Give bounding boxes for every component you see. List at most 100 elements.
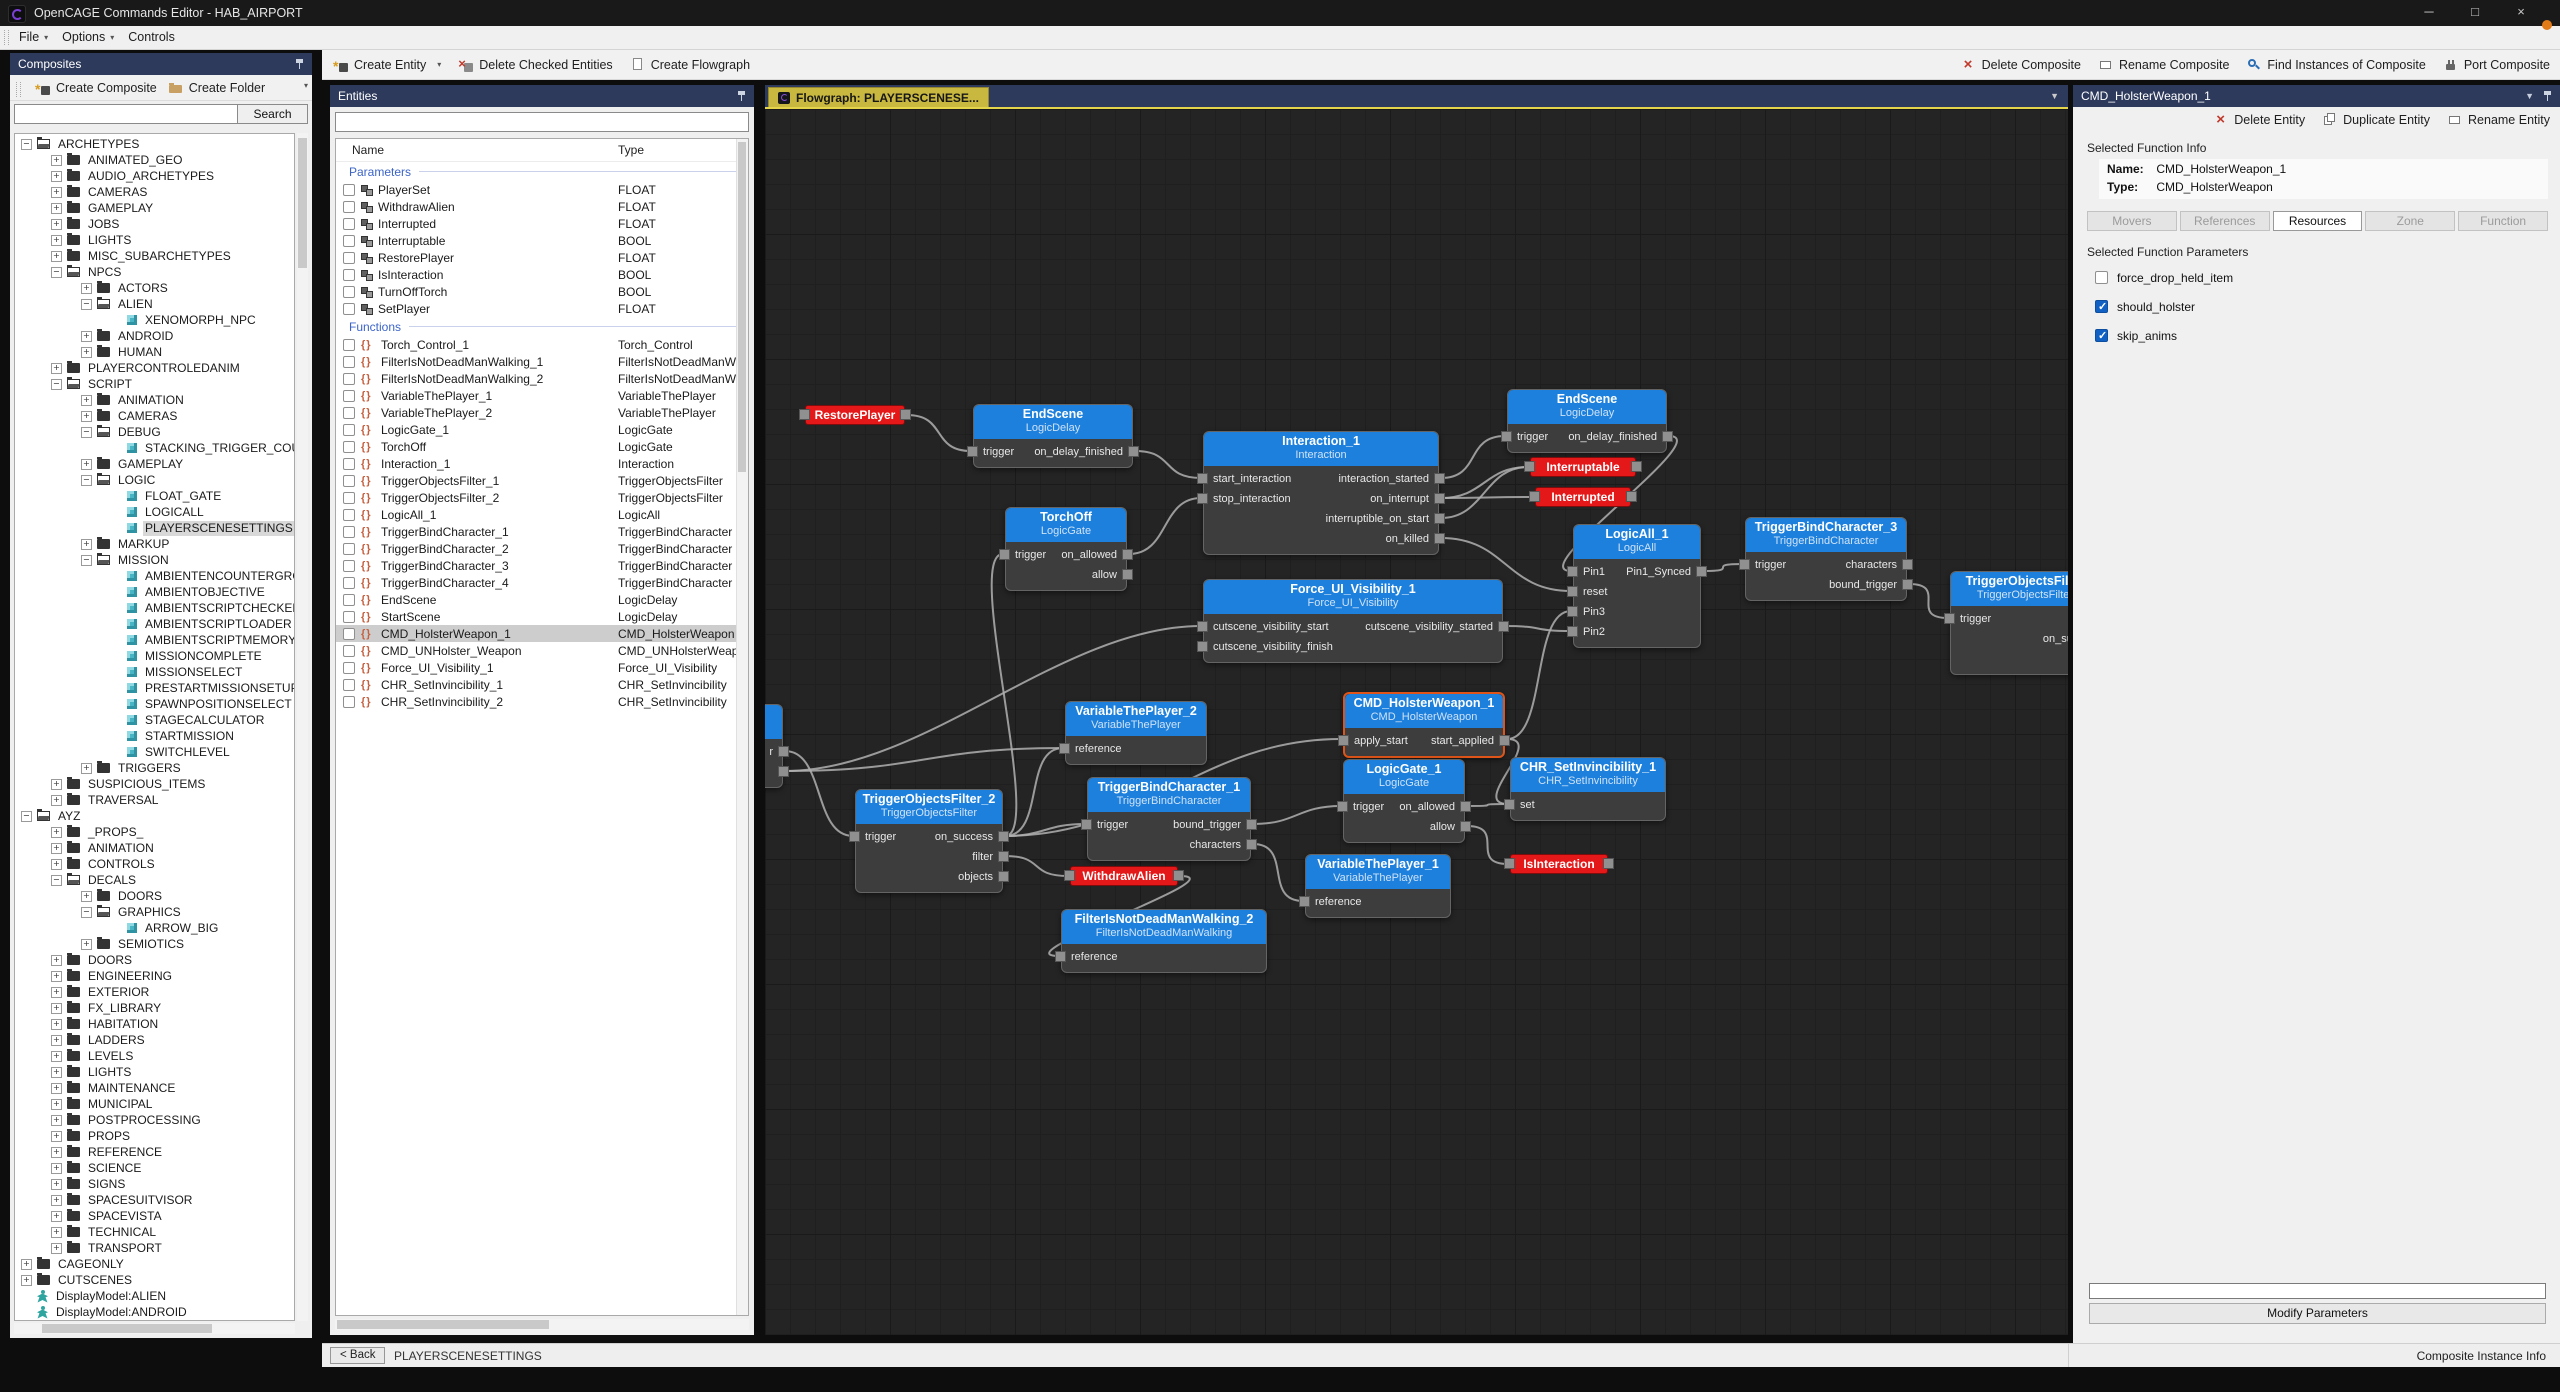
tree-item[interactable]: +FX_LIBRARY [15, 1000, 294, 1016]
node-port[interactable] [1197, 621, 1208, 632]
node-port[interactable] [1460, 801, 1471, 812]
node-port[interactable] [1696, 566, 1707, 577]
tree-expander-icon[interactable]: + [51, 202, 62, 214]
menu-controls[interactable]: Controls [128, 30, 175, 44]
tree-item[interactable]: +ACTORS [15, 280, 294, 296]
tree-item[interactable]: −SCRIPT [15, 376, 294, 392]
tree-item[interactable]: +CAGEONLY [15, 1256, 294, 1272]
tree-expander-icon[interactable]: + [51, 1130, 62, 1142]
tab-resources[interactable]: Resources [2272, 211, 2363, 231]
tree-item[interactable]: −ARCHETYPES [15, 136, 294, 152]
tree-expander-icon[interactable]: + [51, 1082, 62, 1094]
tree-expander-icon[interactable]: + [51, 794, 62, 806]
scrollbar-thumb[interactable] [298, 138, 307, 268]
tree-expander-icon[interactable]: + [51, 1162, 62, 1174]
tree-expander-icon[interactable]: + [81, 538, 92, 550]
tree-expander-icon[interactable]: − [51, 266, 62, 278]
tree-item[interactable]: +MISC_SUBARCHETYPES [15, 248, 294, 264]
tree-expander-icon[interactable]: + [51, 1146, 62, 1158]
tree-expander-icon[interactable]: + [51, 826, 62, 838]
pin-icon[interactable] [737, 91, 746, 102]
tree-item[interactable]: +POSTPROCESSING [15, 1112, 294, 1128]
node-port[interactable] [1739, 559, 1750, 570]
entity-checkbox[interactable] [343, 610, 355, 623]
tree-item[interactable]: STARTMISSION [15, 728, 294, 744]
flow-node-tofR[interactable]: TriggerObjectsFilterTriggerObjectsFilter… [1944, 571, 2068, 675]
tree-item[interactable]: +SPACEVISTA [15, 1208, 294, 1224]
tab-references[interactable]: References [2179, 211, 2270, 231]
param-checkbox[interactable] [2095, 300, 2108, 313]
node-port[interactable] [1337, 801, 1348, 812]
tree-expander-icon[interactable]: + [51, 1242, 62, 1254]
delete-entity-button[interactable]: Delete Entity [2214, 113, 2305, 127]
tree-item[interactable]: +PROPS [15, 1128, 294, 1144]
node-port[interactable] [778, 766, 789, 777]
flow-node-interrupted[interactable]: Interrupted [1529, 487, 1637, 507]
node-port[interactable] [1059, 743, 1070, 754]
tree-expander-icon[interactable]: + [51, 1018, 62, 1030]
chevron-down-icon[interactable]: ▼ [2525, 91, 2534, 101]
entity-checkbox[interactable] [343, 338, 355, 351]
scrollbar-thumb[interactable] [738, 142, 746, 472]
tree-expander-icon[interactable]: + [51, 1066, 62, 1078]
tree-expander-icon[interactable]: + [51, 1178, 62, 1190]
chevron-down-icon[interactable]: ▼ [2050, 91, 2059, 101]
tree-item[interactable]: −DEBUG [15, 424, 294, 440]
tree-expander-icon[interactable]: + [51, 778, 62, 790]
tree-item[interactable]: LOGICALL [15, 504, 294, 520]
tree-item[interactable]: +MARKUP [15, 536, 294, 552]
entity-checkbox[interactable] [343, 525, 355, 538]
tree-expander-icon[interactable]: + [81, 938, 92, 950]
tree-expander-icon[interactable]: − [81, 426, 92, 438]
tree-item[interactable]: AMBIENTOBJECTIVE [15, 584, 294, 600]
tree-item[interactable]: +ANDROID [15, 328, 294, 344]
tree-expander-icon[interactable]: + [51, 1114, 62, 1126]
tree-item[interactable]: +LIGHTS [15, 1064, 294, 1080]
tree-item[interactable]: +_PROPS_ [15, 824, 294, 840]
node-port[interactable] [1299, 896, 1310, 907]
entity-checkbox[interactable] [343, 457, 355, 470]
create-folder-button[interactable]: Create Folder [168, 81, 265, 95]
node-port[interactable] [1567, 606, 1578, 617]
tree-item[interactable]: +SEMIOTICS [15, 936, 294, 952]
entity-checkbox[interactable] [343, 440, 355, 453]
entity-group-header[interactable]: Functions [336, 317, 748, 336]
param-checkbox[interactable] [2095, 329, 2108, 342]
entity-group-header[interactable]: Parameters [336, 162, 748, 181]
node-port[interactable] [998, 851, 1009, 862]
menu-file[interactable]: File▾ [19, 30, 49, 44]
tree-item[interactable]: AMBIENTENCOUNTERGROUPER [15, 568, 294, 584]
tree-expander-icon[interactable]: − [81, 906, 92, 918]
node-port[interactable] [998, 871, 1009, 882]
tree-expander-icon[interactable]: + [51, 986, 62, 998]
tree-item[interactable]: AMBIENTSCRIPTLOADER [15, 616, 294, 632]
node-port[interactable] [1122, 549, 1133, 560]
tree-item[interactable]: +PLAYERCONTROLEDANIM [15, 360, 294, 376]
create-composite-button[interactable]: Create Composite [35, 81, 157, 97]
find-instances-button[interactable]: Find Instances of Composite [2247, 58, 2426, 72]
node-port[interactable] [1128, 446, 1139, 457]
node-port[interactable] [1055, 951, 1066, 962]
tree-item[interactable]: −GRAPHICS [15, 904, 294, 920]
node-port[interactable] [1173, 870, 1184, 881]
entity-checkbox[interactable] [343, 268, 355, 281]
entity-checkbox[interactable] [343, 491, 355, 504]
node-port[interactable] [849, 831, 860, 842]
tree-expander-icon[interactable]: + [51, 1194, 62, 1206]
entity-checkbox[interactable] [343, 389, 355, 402]
tree-item[interactable]: +CONTROLS [15, 856, 294, 872]
node-port[interactable] [1504, 858, 1515, 869]
